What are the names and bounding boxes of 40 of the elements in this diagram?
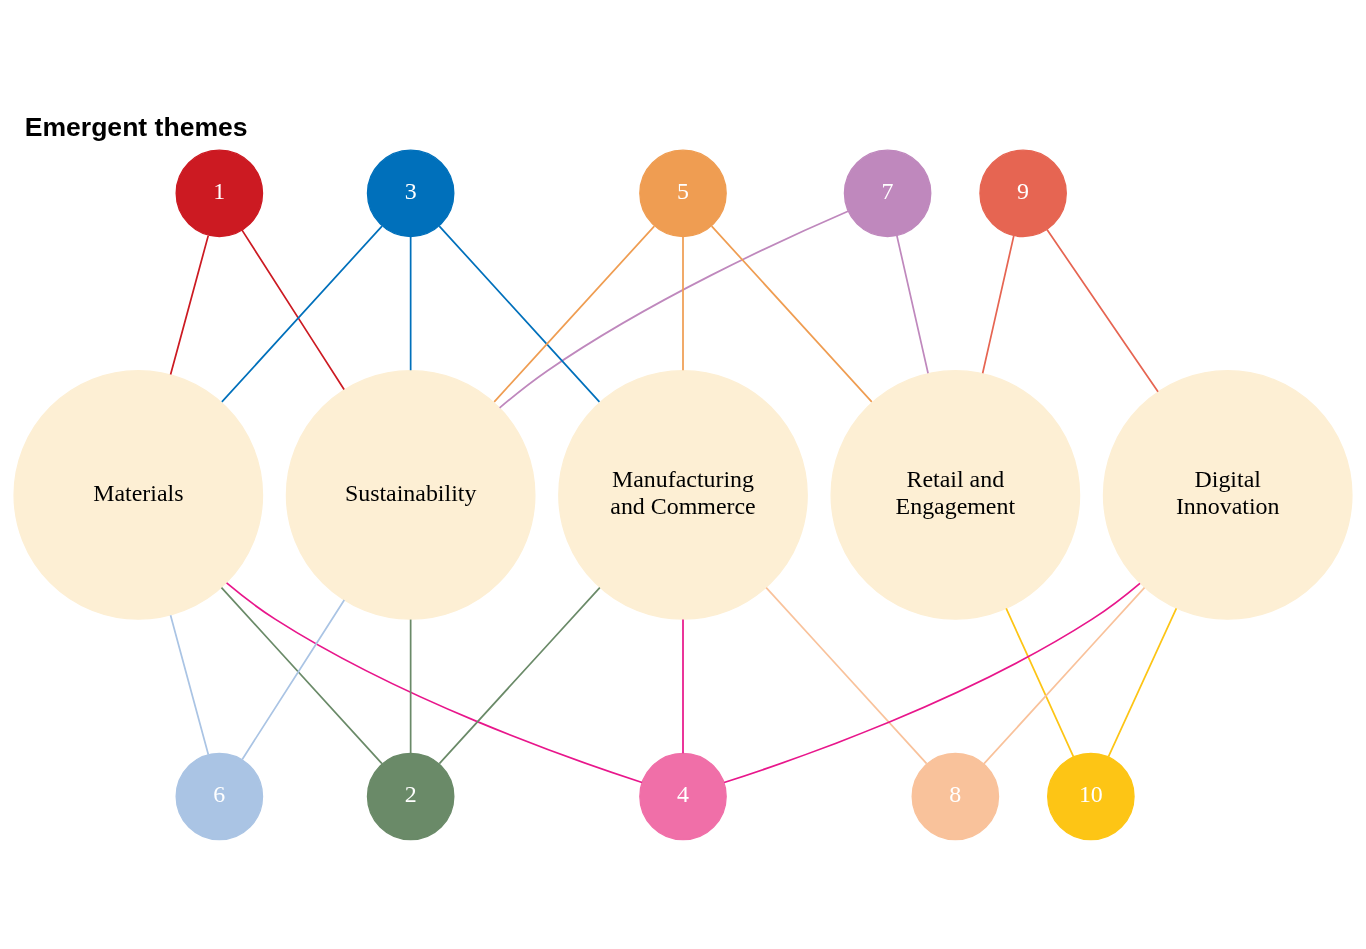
connector xyxy=(169,613,210,756)
connector xyxy=(981,234,1015,374)
connector xyxy=(983,586,1146,765)
node-circle: 1 xyxy=(175,149,264,237)
connector xyxy=(241,598,346,760)
connector xyxy=(498,209,849,409)
connector xyxy=(1005,607,1075,758)
diagram-title: Emergent themes xyxy=(24,111,248,142)
connector xyxy=(409,235,412,371)
connector xyxy=(710,224,873,403)
connector xyxy=(241,228,345,390)
connector xyxy=(723,581,1141,783)
node-circle: 6 xyxy=(175,752,264,840)
connector xyxy=(169,234,210,375)
node-circle: Retail and Engagement xyxy=(830,369,1081,620)
node-circle: Materials xyxy=(13,369,264,620)
connector xyxy=(1046,228,1159,393)
connector xyxy=(765,586,928,765)
connector xyxy=(220,586,383,765)
connector xyxy=(493,224,656,403)
connector xyxy=(896,234,929,374)
connector xyxy=(225,581,643,783)
connector xyxy=(438,224,601,403)
node-circle: Manufacturing and Commerce xyxy=(558,369,808,620)
connector xyxy=(221,224,383,403)
connector xyxy=(409,618,412,754)
connector xyxy=(682,235,684,371)
node-circle: 4 xyxy=(639,752,727,840)
node-circle: 10 xyxy=(1047,752,1135,840)
node-circle: Sustainability xyxy=(285,369,536,620)
connector xyxy=(682,618,684,754)
connector xyxy=(438,586,601,765)
node-circle: 7 xyxy=(843,149,932,237)
node-circle: 5 xyxy=(639,149,727,237)
node-circle: 9 xyxy=(979,149,1067,237)
node-circle: 8 xyxy=(911,752,1000,840)
node-circle: 2 xyxy=(366,752,455,840)
connector xyxy=(1107,607,1178,758)
node-circle: Digital Innovation xyxy=(1102,369,1353,620)
node-circle: 3 xyxy=(366,149,455,237)
